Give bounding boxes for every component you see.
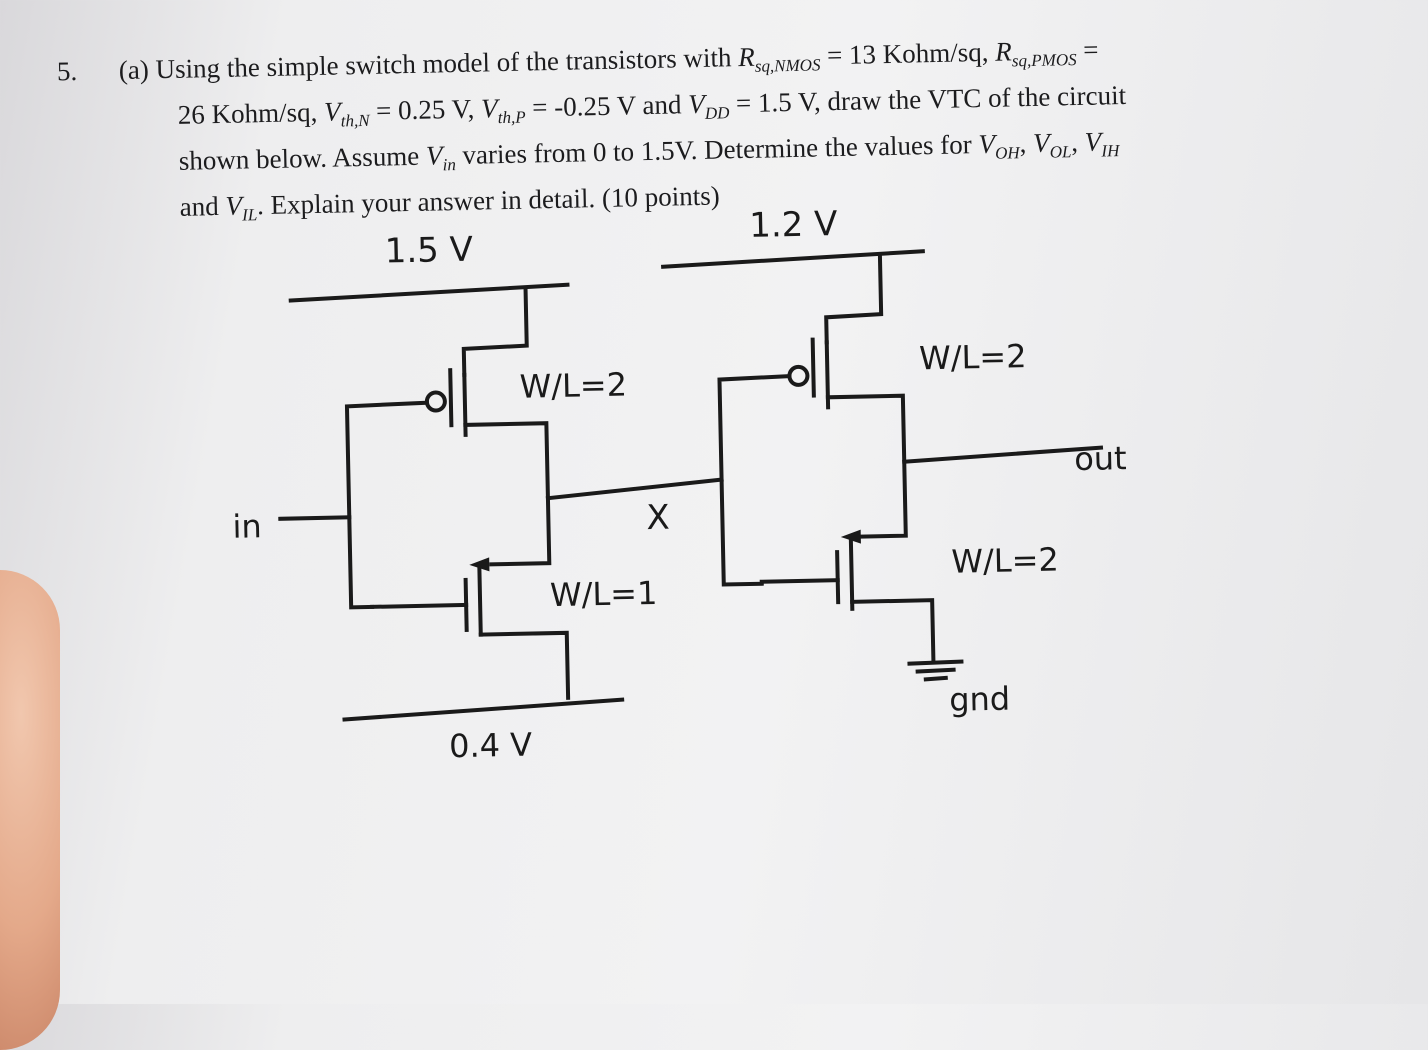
pmos2-source-wire — [824, 252, 884, 345]
supply-left-label: 1.5 V — [384, 230, 473, 272]
nmos1-arrow — [469, 557, 490, 572]
input-gate-wire — [344, 400, 429, 610]
nmos2-gate-wire — [759, 578, 840, 584]
input-label: in — [232, 507, 262, 546]
stage2-gate-wire — [717, 374, 792, 587]
thumb-finger — [0, 570, 60, 1050]
right-supply-rail — [660, 249, 925, 269]
nmos2-wl-label: W/L=2 — [951, 541, 1059, 581]
nmos2-channel — [848, 534, 855, 611]
pmos1-wl-label: W/L=2 — [519, 366, 627, 406]
output-wire — [902, 445, 1104, 464]
ground-bar-3 — [923, 675, 948, 682]
input-wire — [278, 515, 352, 521]
nmos2-source-wire — [850, 598, 936, 663]
ground-bar-1 — [907, 659, 964, 666]
nmos2-arrow — [840, 529, 861, 544]
pmos1-gate-plate — [448, 368, 454, 428]
node-x-label: X — [646, 498, 670, 538]
ground-bar-2 — [915, 667, 956, 674]
nmos2-gate-plate — [835, 550, 841, 605]
paper-sheet: 5. (a) Using the simple switch model of … — [57, 35, 1127, 766]
pmos2-bubble — [787, 364, 810, 387]
pmos2-gate-plate — [810, 337, 816, 398]
pmos1-source-wire — [461, 286, 529, 377]
circuit-diagram: 1.5 V 1.2 V W/L=2 W/L=2 in out X W/L=1 W… — [232, 204, 1127, 766]
node-x-wire — [545, 477, 724, 501]
supply-right-label: 1.2 V — [749, 204, 838, 246]
left-supply-rail — [288, 282, 570, 303]
pmos1-bubble — [424, 390, 447, 413]
bottom-rail-label: 0.4 V — [449, 726, 533, 766]
bottom-rail — [342, 697, 625, 722]
nmos1-wl-label: W/L=1 — [550, 574, 658, 614]
nmos1-source-wire — [478, 630, 571, 700]
nmos1-channel — [477, 562, 483, 637]
pmos1-drain-wire — [463, 421, 552, 567]
ground-label: gnd — [949, 680, 1011, 719]
nmos1-gate-wire — [370, 602, 469, 609]
pmos2-drain-wire — [825, 393, 908, 539]
output-label: out — [1074, 439, 1127, 478]
pmos2-wl-label: W/L=2 — [919, 337, 1027, 377]
